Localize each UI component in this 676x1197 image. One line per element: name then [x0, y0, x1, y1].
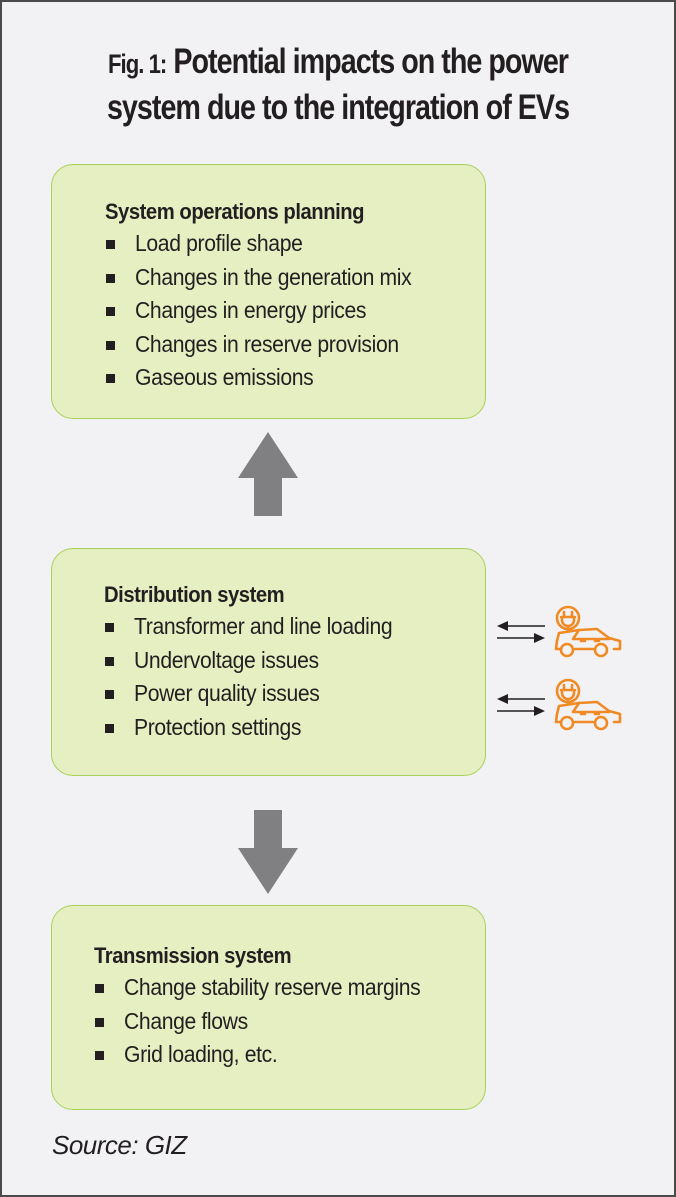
list-item: Changes in the generation mix — [105, 261, 435, 295]
impact-list: Load profile shape Changes in the genera… — [105, 227, 435, 395]
bullet-icon — [106, 340, 115, 350]
list-item: Transformer and line loading — [104, 610, 415, 644]
list-item: Protection settings — [104, 711, 415, 745]
impact-list: Change stability reserve margins Change … — [94, 971, 446, 1072]
list-item: Grid loading, etc. — [94, 1038, 446, 1072]
figure-title-line1: Potential impacts on the power — [173, 42, 569, 81]
bidirectional-arrows-icon — [497, 621, 545, 643]
list-item: Change flows — [94, 1005, 446, 1039]
list-item: Undervoltage issues — [104, 644, 415, 678]
electric-car-icon — [554, 678, 622, 731]
list-item: Changes in energy prices — [105, 294, 435, 328]
list-item: Changes in reserve provision — [105, 328, 435, 362]
bullet-icon — [95, 1051, 104, 1060]
box-title: Distribution system — [104, 582, 285, 607]
bullet-icon — [105, 656, 114, 666]
list-item: Power quality issues — [104, 677, 415, 711]
arrow-up-icon — [238, 432, 298, 516]
figure-label: Fig. 1: — [108, 49, 167, 79]
arrow-down-icon — [238, 810, 298, 894]
bullet-icon — [106, 307, 115, 316]
source-caption: Source: GIZ — [52, 1130, 187, 1160]
electric-car-icon — [554, 605, 622, 658]
figure-title-line2: system due to the integration of EVs — [106, 88, 570, 127]
bullet-icon — [106, 273, 115, 283]
ev-charging-group — [497, 678, 622, 731]
bullet-icon — [106, 240, 115, 249]
list-item: Load profile shape — [105, 227, 435, 261]
system-operations-box: System operations planning Load profile … — [51, 164, 486, 419]
figure-title: Fig. 1: Potential impacts on the power s… — [61, 40, 615, 130]
list-item: Gaseous emissions — [105, 361, 435, 395]
impact-list: Transformer and line loading Undervoltag… — [104, 610, 415, 744]
bullet-icon — [106, 374, 115, 383]
bullet-icon — [105, 723, 114, 733]
bullet-icon — [95, 1017, 104, 1027]
bidirectional-arrows-icon — [497, 694, 545, 716]
bullet-icon — [105, 690, 114, 699]
box-title: Transmission system — [94, 943, 292, 968]
distribution-system-box: Distribution system Transformer and line… — [51, 548, 486, 776]
bullet-icon — [105, 623, 114, 632]
bullet-icon — [95, 984, 104, 993]
list-item: Change stability reserve margins — [94, 971, 446, 1005]
box-title: System operations planning — [105, 199, 365, 224]
ev-charging-group — [497, 605, 622, 658]
transmission-system-box: Transmission system Change stability res… — [51, 905, 486, 1110]
